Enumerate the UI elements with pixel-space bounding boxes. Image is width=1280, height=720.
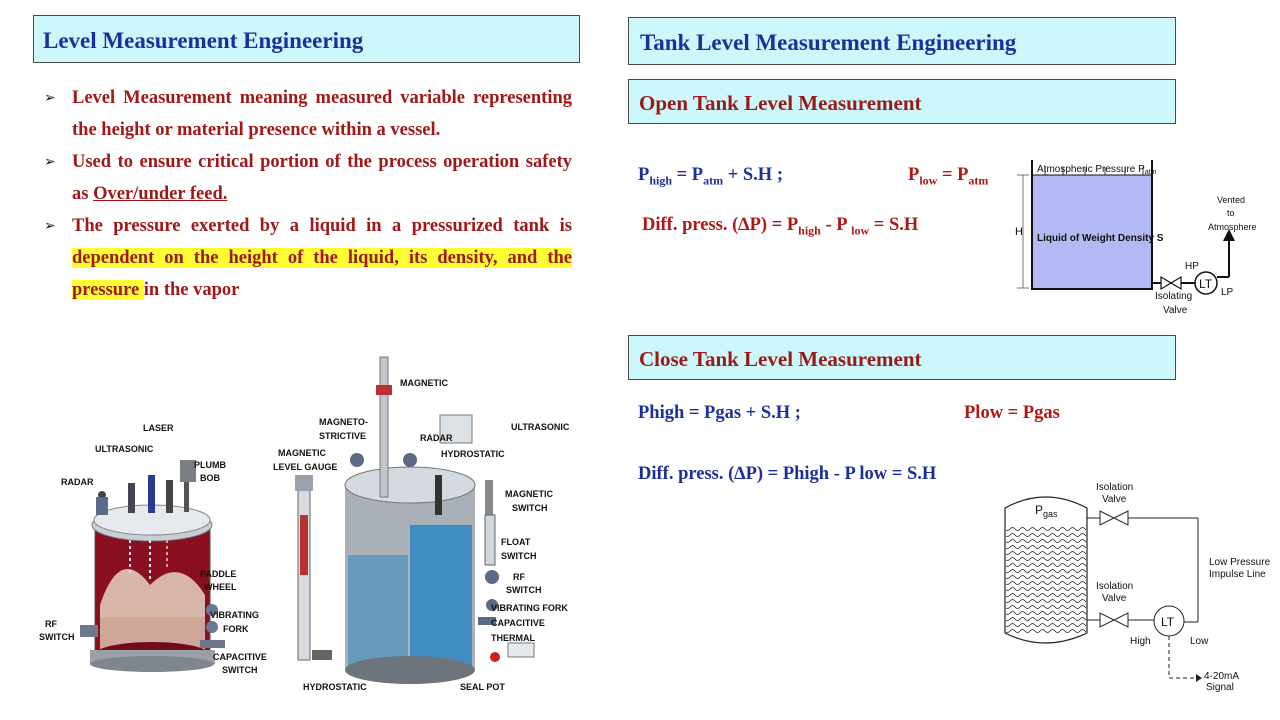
label-capacitive: CAPACITIVE xyxy=(491,618,545,628)
label-magneto-2: STRICTIVE xyxy=(319,431,366,441)
label-radar-2: RADAR xyxy=(420,433,453,443)
open-eq-phigh: Phigh = Patm + S.H ; xyxy=(638,165,783,188)
label-atm-pressure: Atmospheric Pressure Patm xyxy=(1037,164,1157,176)
label-rf-1: RF xyxy=(45,619,57,629)
label-magneto-1: MAGNETO- xyxy=(319,417,368,427)
label-mlg-2: LEVEL GAUGE xyxy=(273,462,337,472)
bullet-list: ➢ Level Measurement meaning measured vari… xyxy=(44,82,572,306)
label-pgas: Pgas xyxy=(1035,503,1058,519)
arrow-bullet-icon: ➢ xyxy=(44,90,56,106)
bullet-text: Level Measurement meaning measured varia… xyxy=(72,88,572,140)
label-vented-1: Vented xyxy=(1217,195,1245,205)
label-iso-2: Valve xyxy=(1163,305,1188,316)
label-sealpot: SEAL POT xyxy=(460,682,505,692)
label-ms-2: SWITCH xyxy=(512,503,548,513)
label-paddle-2: WHEEL xyxy=(204,582,237,592)
bullet-text: in the vapor xyxy=(143,280,240,300)
arrow-bullet-icon: ➢ xyxy=(44,218,56,234)
close-eq-phigh: Phigh = Pgas + S.H ; xyxy=(638,403,801,423)
label-iso-bot-2: Valve xyxy=(1102,593,1127,604)
close-tank-diagram: Pgas Isolation Valve Isolation Valve Low… xyxy=(1004,482,1271,693)
label-lowp-1: Low Pressure xyxy=(1209,557,1271,568)
label-plumb-2: BOB xyxy=(200,473,221,483)
label-radar: RADAR xyxy=(61,477,94,487)
underlined-text: Over/under feed. xyxy=(93,184,228,204)
label-iso-1: Isolating xyxy=(1155,291,1192,302)
vessel-2 xyxy=(295,356,535,684)
bullet-text: The pressure exerted by a liquid in a pr… xyxy=(72,216,572,236)
open-eq-plow: Plow = Patm xyxy=(908,165,989,188)
open-tank-title: Open Tank Level Measurement xyxy=(628,79,1176,124)
label-hydrostatic-top: HYDROSTATIC xyxy=(441,449,505,459)
right-title: Tank Level Measurement Engineering xyxy=(628,17,1176,65)
label-rf-1b: RF xyxy=(513,572,525,582)
close-eq-plow: Plow = Pgas xyxy=(964,403,1060,423)
label-vented-3: Atmosphere xyxy=(1208,222,1257,232)
label-liquid: Liquid of Weight Density S xyxy=(1037,233,1164,244)
close-tank-title: Close Tank Level Measurement xyxy=(628,335,1176,380)
label-lt-open: LT xyxy=(1199,277,1213,291)
label-cap-1: CAPACITIVE xyxy=(213,652,267,662)
label-laser: LASER xyxy=(143,423,174,433)
label-hydrostatic-bottom: HYDROSTATIC xyxy=(303,682,367,692)
arrow-bullet-icon: ➢ xyxy=(44,154,56,170)
label-ultrasonic-2: ULTRASONIC xyxy=(511,422,570,432)
label-ultrasonic: ULTRASONIC xyxy=(95,444,154,454)
label-plumb-1: PLUMB xyxy=(194,460,226,470)
label-lowp-2: Impulse Line xyxy=(1209,569,1266,580)
close-eq-diff: Diff. press. (∆P) = Phigh - P low = S.H xyxy=(638,464,937,484)
label-iso-bot-1: Isolation xyxy=(1096,581,1133,592)
bullet-item: ➢ Used to ensure critical portion of the … xyxy=(44,146,572,210)
label-low: Low xyxy=(1190,636,1209,647)
bullet-text: Used to ensure critical portion of the p… xyxy=(72,152,572,204)
label-high: High xyxy=(1130,636,1151,647)
label-mlg-1: MAGNETIC xyxy=(278,448,326,458)
label-hp: HP xyxy=(1185,261,1199,272)
open-eq-diff: Diff. press. (∆P) = Phigh - P low = S.H xyxy=(642,215,919,238)
level-instruments-illustration: LASER ULTRASONIC RADAR PLUMB BOB PADDLE … xyxy=(39,356,570,692)
open-tank-diagram: Atmospheric Pressure Patm H Liquid of We… xyxy=(1015,160,1257,316)
bullet-item: ➢ Level Measurement meaning measured vari… xyxy=(44,82,572,146)
bullet-item: ➢ The pressure exerted by a liquid in a p… xyxy=(44,210,572,306)
label-fs-2: SWITCH xyxy=(501,551,537,561)
label-lt-close: LT xyxy=(1161,615,1175,629)
label-ms-1: MAGNETIC xyxy=(505,489,553,499)
label-h: H xyxy=(1015,226,1023,238)
label-paddle-1: PADDLE xyxy=(200,569,236,579)
label-rf-2: SWITCH xyxy=(39,632,75,642)
label-signal-1: 4-20mA xyxy=(1204,671,1239,682)
label-fs-1: FLOAT xyxy=(501,537,531,547)
label-iso-top-2: Valve xyxy=(1102,494,1127,505)
left-title: Level Measurement Engineering xyxy=(33,15,580,63)
label-rf-2b: SWITCH xyxy=(506,585,542,595)
label-vib-fork: VIBRATING FORK xyxy=(491,603,568,613)
label-thermal: THERMAL xyxy=(491,633,535,643)
label-vented-2: to xyxy=(1227,208,1235,218)
label-iso-top-1: Isolation xyxy=(1096,482,1133,493)
label-signal-2: Signal xyxy=(1206,682,1234,693)
label-vib-1: VIBRATING xyxy=(210,610,259,620)
label-cap-2: SWITCH xyxy=(222,665,258,675)
label-lp: LP xyxy=(1221,287,1234,298)
vessel-1 xyxy=(80,460,225,672)
label-magnetic-top: MAGNETIC xyxy=(400,378,448,388)
label-vib-2: FORK xyxy=(223,624,249,634)
